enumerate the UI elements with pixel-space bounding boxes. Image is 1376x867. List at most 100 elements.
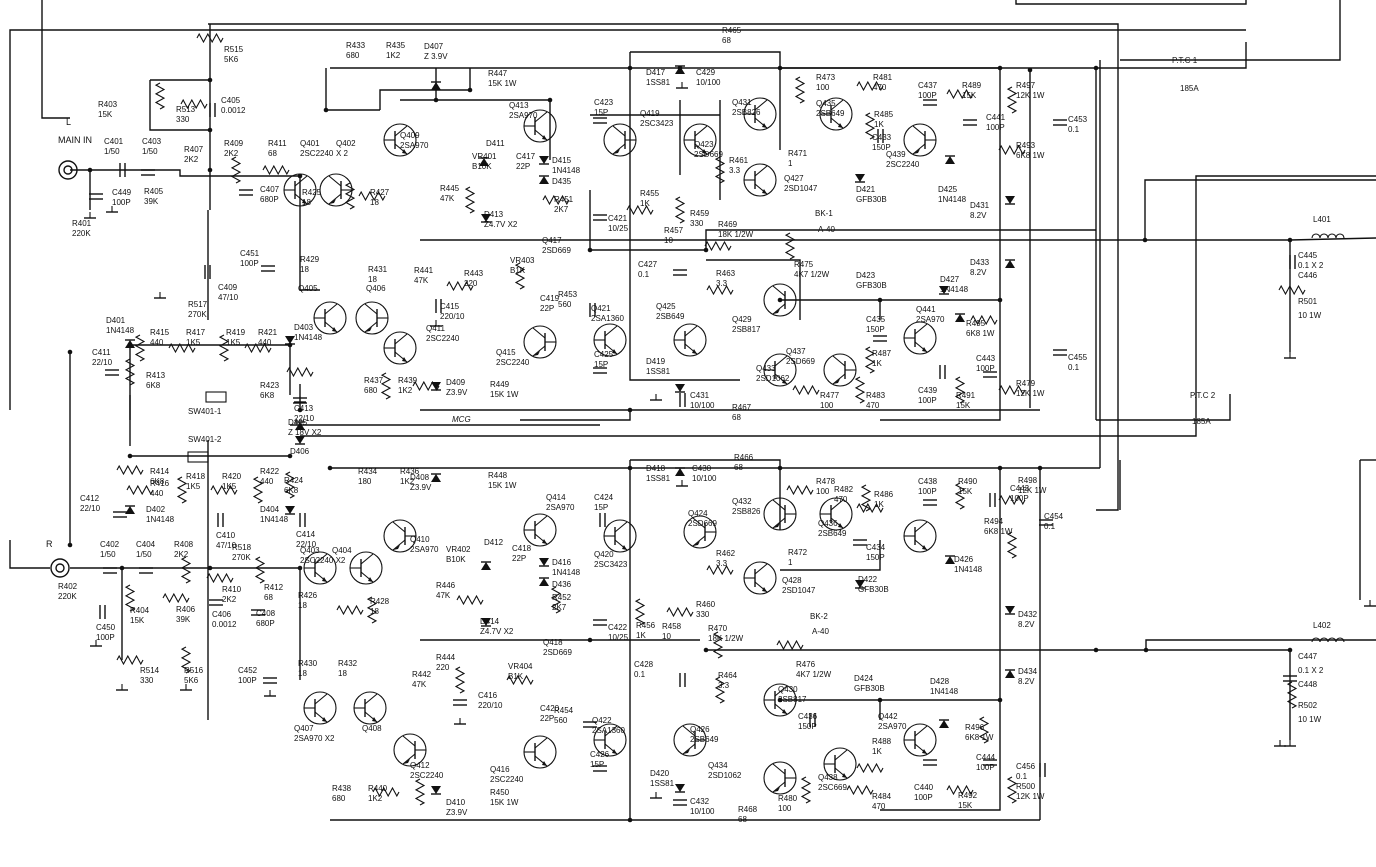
component-ref-c452: C452	[238, 666, 258, 675]
wire	[9, 540, 50, 569]
component-ref-r485: R485	[874, 110, 894, 119]
component-value-vr401: B10K	[472, 162, 492, 171]
component-value-d413: Z4.7V X2	[484, 220, 518, 229]
component-value-c404: 1/50	[136, 550, 152, 559]
component-value-r439: 1K2	[398, 386, 413, 395]
component-value-r452: 2K7	[552, 603, 567, 612]
component-ref-c453: C453	[1068, 115, 1088, 124]
component-value-c430: 10/100	[692, 474, 717, 483]
ptc2-label: P.T.C 2	[1190, 391, 1216, 400]
transistor-symbol	[614, 521, 628, 533]
resistor-symbol	[854, 376, 866, 404]
component-value-r413: 6K8	[146, 381, 161, 390]
component-value-c409: 47/10	[218, 293, 239, 302]
component-ref-r446: R446	[436, 581, 456, 590]
component-ref-d428: D428	[930, 677, 950, 686]
transistor-symbol	[322, 577, 327, 582]
component-value-r479: 12K 1W	[1016, 389, 1045, 398]
diode-symbol	[125, 506, 135, 514]
component-ref-r432: R432	[338, 659, 358, 668]
component-ref-q409: Q409	[400, 131, 420, 140]
resistor-symbol	[154, 82, 166, 110]
wire	[9, 29, 1246, 410]
diode-symbol	[1005, 606, 1015, 614]
bk2-label: BK-2	[810, 612, 828, 621]
component-value-d416: 1N4148	[552, 568, 581, 577]
component-value-d407: Z 3.9V	[424, 52, 448, 61]
diode-symbol	[675, 784, 685, 792]
resistor-symbol	[856, 502, 884, 514]
resistor-symbol	[954, 482, 966, 510]
resistor-symbol	[864, 346, 876, 374]
component-ref-r453: R453	[558, 290, 578, 299]
resistor-symbol	[380, 372, 392, 400]
junction-dot	[67, 349, 73, 355]
component-ref-r408: R408	[174, 540, 194, 549]
junction-dot	[777, 465, 783, 471]
c446-label: C446	[1298, 271, 1318, 280]
component-value-c416: 220/10	[478, 701, 503, 710]
component-value-c414: 22/10	[296, 540, 317, 549]
resistor-symbol	[134, 334, 146, 362]
resistor-symbol	[706, 564, 734, 576]
resistor-symbol	[714, 156, 726, 184]
component-value-c443: 100P	[976, 364, 995, 373]
component-ref-r429: R429	[300, 255, 320, 264]
component-value-r445: 47K	[440, 194, 455, 203]
component-ref-r404: R404	[130, 606, 150, 615]
c447-label: C447	[1298, 652, 1318, 661]
component-ref-c434: C434	[866, 543, 886, 552]
resistor-symbol	[626, 204, 654, 216]
component-ref-r455: R455	[640, 189, 660, 198]
component-value-r446: 47K	[436, 591, 451, 600]
component-value-c453: 0.1	[1068, 125, 1080, 134]
component-ref-c451: C451	[240, 249, 260, 258]
component-value-c443: 100P	[1010, 494, 1029, 503]
component-value-q437: 2SD669	[786, 357, 815, 366]
resistor-symbol	[162, 592, 190, 604]
component-value-r409: 2K2	[224, 149, 239, 158]
resistor-symbol	[168, 342, 196, 354]
wire	[299, 176, 320, 291]
diode-symbol	[431, 786, 441, 794]
component-value-r461: 3.3	[729, 166, 741, 175]
transistor-symbol	[914, 725, 928, 737]
transistor-symbol	[912, 143, 926, 155]
transistor-symbol	[913, 149, 920, 154]
wire	[149, 80, 208, 131]
r502-value: 10 1W	[1298, 715, 1322, 724]
transistor-symbol	[332, 327, 337, 332]
transistor-symbol	[772, 285, 786, 297]
component-value-c415: 220/10	[440, 312, 465, 321]
component-value-d414: Z4.7V X2	[480, 627, 514, 636]
transistor-symbol	[762, 123, 767, 128]
component-ref-r430: R430	[298, 659, 318, 668]
junction-dot	[297, 565, 303, 571]
transistor-symbol	[832, 373, 846, 385]
junction-dot	[87, 167, 93, 173]
component-ref-q416: Q416	[490, 765, 510, 774]
resistor-symbol	[776, 639, 804, 651]
component-value-c403: 1/50	[142, 147, 158, 156]
component-ref-c406: C406	[212, 610, 232, 619]
component-ref-r448: R448	[488, 471, 508, 480]
component-ref-c450: C450	[96, 623, 116, 632]
component-ref-r441: R441	[414, 266, 434, 275]
component-value-d402: 1N4148	[146, 515, 175, 524]
component-ref-c417: C417	[516, 152, 536, 161]
resistor-symbol	[414, 778, 426, 806]
component-ref-q406: Q406	[366, 284, 386, 293]
junction-dot	[207, 77, 213, 83]
diode-symbol	[539, 176, 549, 184]
resistor-symbol	[800, 776, 812, 804]
wire	[330, 42, 1247, 69]
bk1-value: A-40	[818, 225, 835, 234]
inductor-symbol	[1311, 637, 1345, 643]
component-value-c439: 100P	[918, 396, 937, 405]
resistor-symbol	[714, 676, 726, 704]
diode-symbol	[955, 314, 965, 322]
component-ref-d410: D410	[446, 798, 466, 807]
junction-dot	[287, 453, 293, 459]
component-value-r418: 1K5	[186, 482, 201, 491]
resistor-symbol	[210, 484, 238, 496]
